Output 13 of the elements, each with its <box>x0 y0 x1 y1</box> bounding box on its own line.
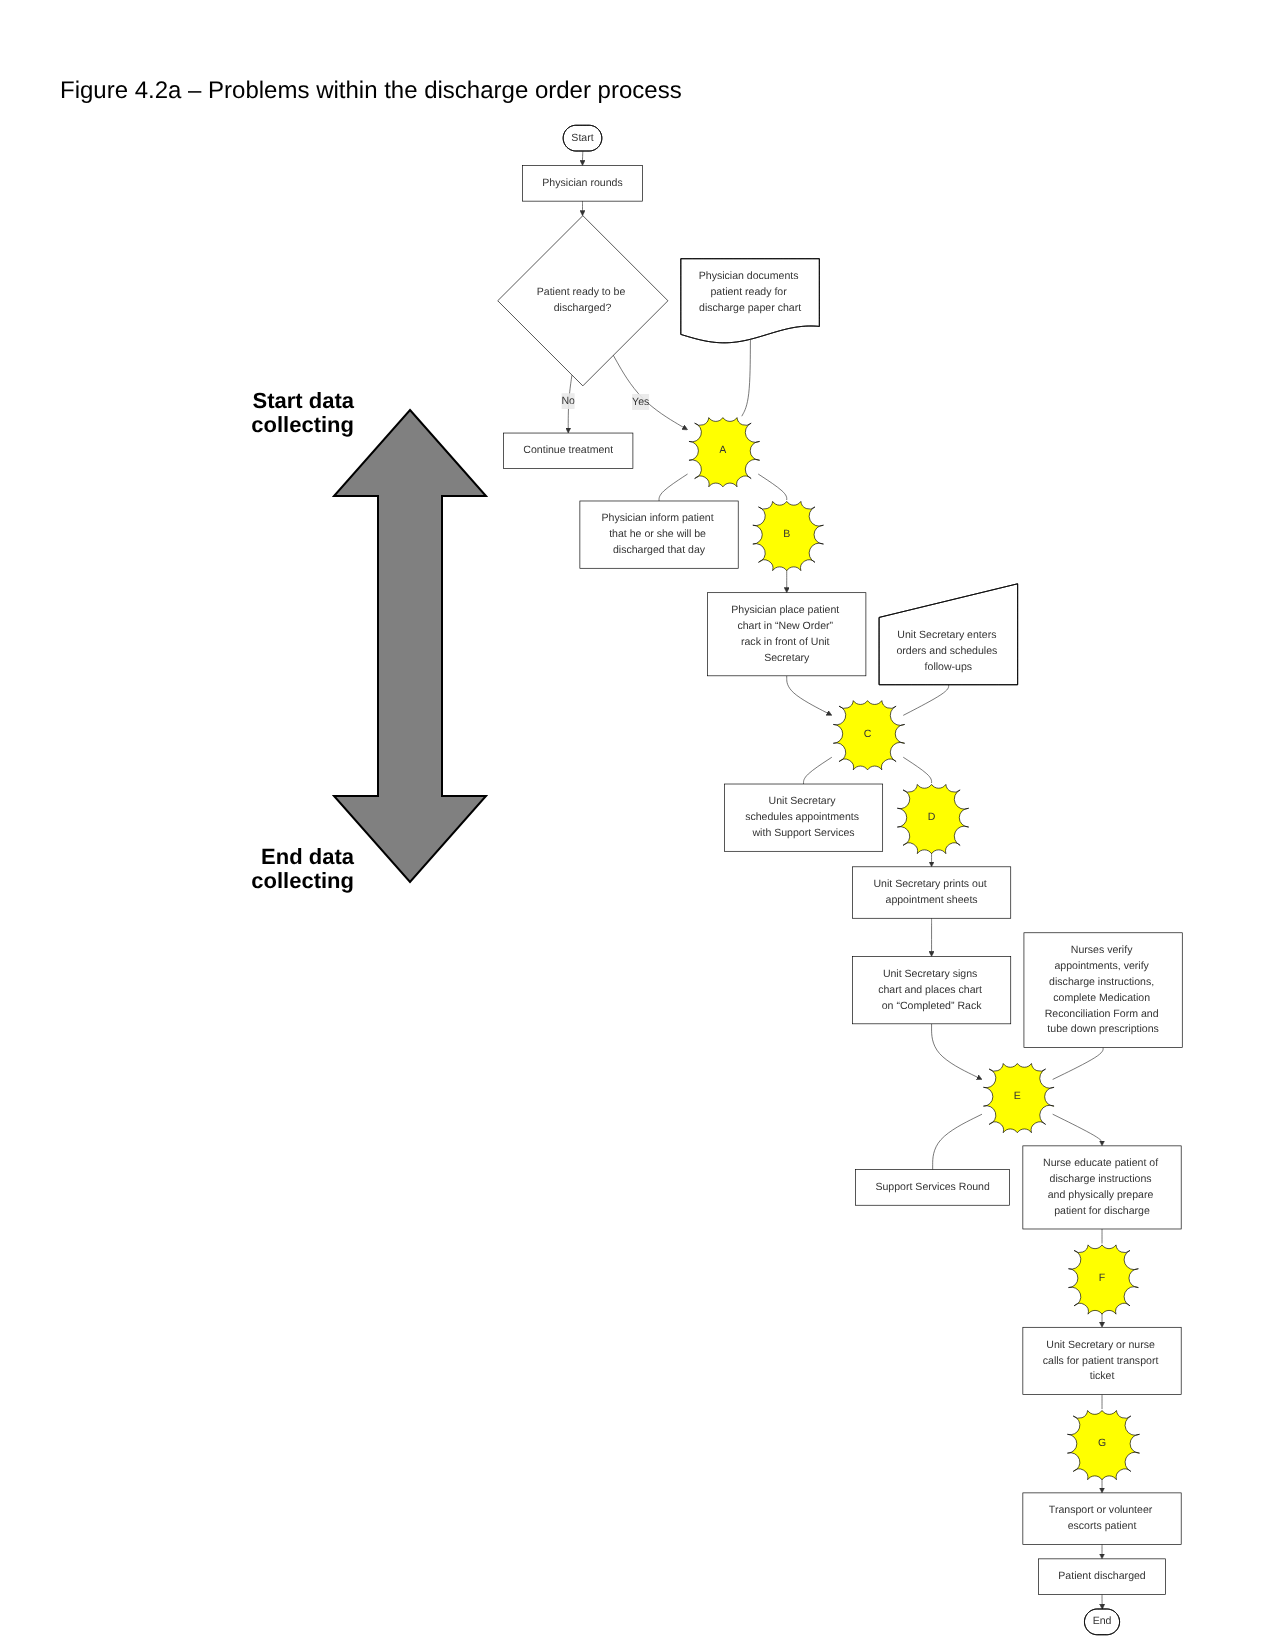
connector <box>1052 1047 1104 1080</box>
connector <box>757 473 788 501</box>
connector <box>902 684 950 716</box>
connector <box>1101 1394 1103 1410</box>
connector <box>741 339 751 417</box>
annotation-text: Start data collecting <box>249 390 354 438</box>
connector <box>902 756 932 784</box>
annotation-text: End data collecting <box>249 846 354 894</box>
connector <box>932 1113 983 1170</box>
connector <box>1101 1228 1103 1244</box>
connector <box>658 473 688 502</box>
figure-title: Figure 4.2a – Problems within the discharge order process <box>60 76 682 104</box>
connector <box>803 756 833 785</box>
